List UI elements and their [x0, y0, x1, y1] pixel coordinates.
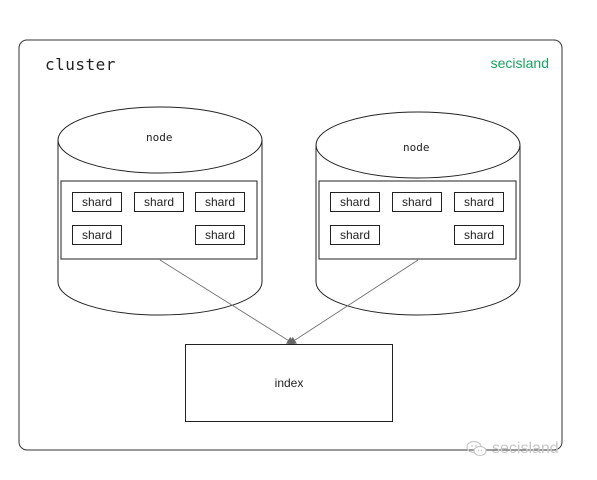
node-1-shard-3: shard [195, 192, 245, 212]
node-2-shard-5: shard [454, 225, 504, 245]
watermark-text: secisland [492, 440, 559, 457]
node-1-shard-5: shard [195, 225, 245, 245]
wechat-icon [466, 440, 488, 458]
node-1-label: node [146, 131, 173, 144]
node-1-shard-4: shard [72, 225, 122, 245]
node-2-shard-2: shard [392, 192, 442, 212]
node-1-shard-1: shard [72, 192, 122, 212]
node-2-shard-4: shard [330, 225, 380, 245]
arrow-node1-to-index [159, 259, 295, 345]
cluster-title: cluster [45, 55, 116, 74]
cluster-brand-label: secisland [490, 55, 549, 71]
node-1-shard-2: shard [134, 192, 184, 212]
index-label: index [274, 376, 304, 390]
node-2-label: node [403, 141, 430, 154]
node-2-shard-3: shard [454, 192, 504, 212]
watermark: secisland [466, 440, 559, 458]
node-2-shard-1: shard [330, 192, 380, 212]
index-box: index [185, 344, 393, 422]
arrow-node2-to-index [288, 259, 419, 345]
